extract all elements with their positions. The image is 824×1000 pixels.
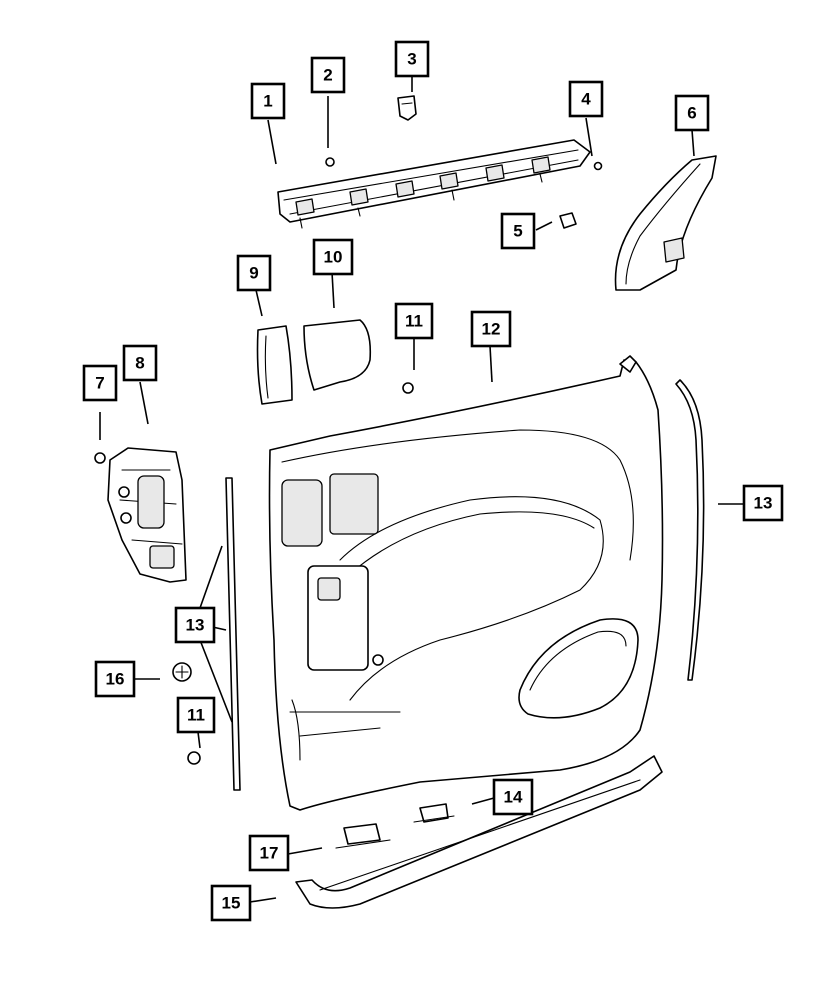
part-6-corner-trim [614,155,717,291]
callout-label: 12 [482,320,501,339]
callout-13-right: 13 [742,484,784,522]
part-15-lower-sill-trim [295,755,663,909]
part-4-push-pin [593,161,603,171]
callout-5: 5 [500,212,536,250]
part-9-small-panel [256,325,293,405]
callout-label: 5 [513,222,522,241]
leader-lines [99,76,744,903]
part-14-clip [413,803,455,823]
callout-13-left: 13 [174,606,216,644]
callout-17: 17 [248,834,290,872]
callout-10: 10 [312,238,354,276]
callout-11-lower: 11 [176,696,216,734]
callout-label: 14 [504,788,523,807]
callout-label: 15 [222,894,241,913]
callout-label: 17 [260,844,279,863]
part-13-weatherstrip-right [675,379,705,681]
callout-label: 16 [106,670,125,689]
part-16-fastener [172,662,192,682]
part-11-push-clip-lower [187,751,201,765]
part-10-insert-panel [303,319,372,391]
callout-label: 6 [687,104,696,123]
part-17-clip [335,823,391,849]
callout-1: 1 [250,82,286,120]
callout-label: 10 [324,248,343,267]
callout-2: 2 [310,56,346,94]
callout-9: 9 [236,254,272,292]
callout-label: 9 [249,264,258,283]
callout-label: 13 [186,616,205,635]
callout-11-upper: 11 [394,302,434,340]
part-12-door-trim-panel [268,355,664,811]
part-13-weatherstrip-left [225,477,241,791]
part-2-clip [325,157,335,167]
callout-label: 2 [323,66,332,85]
callout-label: 11 [187,706,205,725]
callout-label: 3 [407,50,416,69]
callout-label: 1 [263,92,272,111]
callout-7: 7 [82,364,118,402]
callout-6: 6 [674,94,710,132]
callout-16: 16 [94,660,136,698]
callout-label: 4 [581,90,591,109]
part-5-nut-clip [559,212,577,229]
callout-label: 8 [135,354,144,373]
part-7-nut [94,452,106,464]
callout-label: 11 [405,312,423,331]
callout-label: 13 [754,494,773,513]
callout-14: 14 [492,778,534,816]
part-11-push-clip-upper [402,382,414,394]
part-8-handle-bracket [107,447,187,583]
part-1-upper-trim-rail [277,139,591,229]
callout-label: 7 [95,374,104,393]
part-3-retainer [397,95,417,121]
callout-4: 4 [568,80,604,118]
callout-3: 3 [394,40,430,78]
callout-8: 8 [122,344,158,382]
callout-15: 15 [210,884,252,922]
callout-12: 12 [470,310,512,348]
